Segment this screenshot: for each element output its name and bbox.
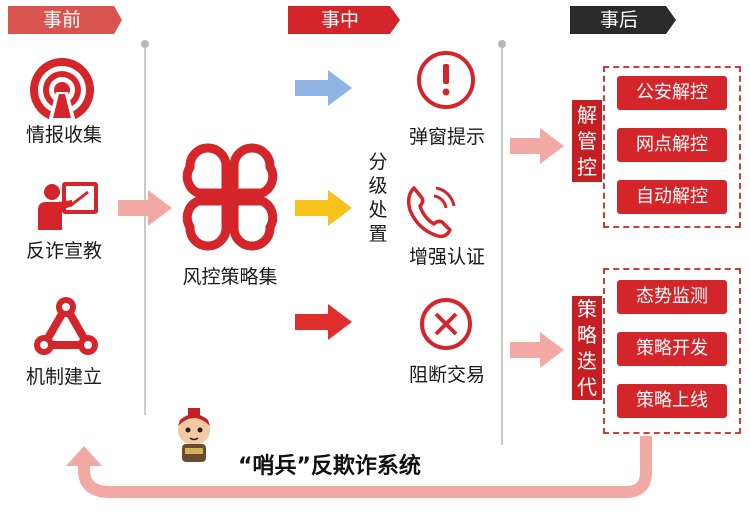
arrow-block: [295, 304, 352, 340]
radar-tower-icon: [30, 58, 94, 122]
iteration-develop-button[interactable]: 策略开发: [617, 332, 727, 366]
center-label: 风控策略集: [182, 266, 278, 288]
before-item-education: 反诈宣教: [25, 240, 102, 262]
divider-left: [141, 40, 149, 415]
iteration-label-box: 策略迭代: [572, 296, 602, 400]
header-during-bar: [288, 6, 400, 34]
iteration-launch-button[interactable]: 策略上线: [617, 384, 727, 418]
feedback-loop-arrowhead: [66, 446, 102, 466]
header-before: 事前: [42, 9, 81, 31]
header-after-bar: [570, 6, 676, 34]
mascot-icon: [178, 408, 210, 462]
release-branch-button[interactable]: 网点解控: [617, 128, 727, 162]
arrow-before-to-center: [118, 190, 172, 226]
iteration-monitor-button[interactable]: 态势监测: [617, 280, 727, 314]
during-item-popup: 弹窗提示: [408, 126, 485, 148]
x-circle-icon: [420, 298, 472, 350]
exclamation-circle-icon: [417, 51, 475, 109]
header-after: 事后: [599, 9, 638, 31]
header-during: 事中: [320, 9, 359, 31]
network-nodes-icon: [34, 297, 98, 355]
phone-call-icon: [406, 186, 456, 239]
feedback-loop-arrow: [78, 436, 652, 498]
during-item-block: 阻断交易: [408, 364, 485, 386]
arrow-to-release: [510, 128, 564, 164]
system-title: “哨兵”反欺诈系统: [238, 454, 421, 479]
four-leaf-icon: [182, 143, 278, 251]
before-item-intel: 情报收集: [25, 124, 102, 146]
release-auto-button[interactable]: 自动解控: [617, 180, 727, 214]
presenter-icon: [38, 182, 98, 230]
during-item-auth: 增强认证: [408, 246, 485, 268]
before-item-mechanism: 机制建立: [25, 366, 102, 388]
arrow-to-iteration: [510, 332, 564, 368]
arrow-popup: [295, 70, 352, 106]
release-label-box: 解管控: [572, 100, 602, 182]
release-police-button[interactable]: 公安解控: [617, 76, 727, 110]
release-dashed-frame: [603, 66, 741, 228]
arrow-auth: [295, 190, 352, 226]
divider-right: [498, 40, 506, 445]
grading-label: 分级处置: [368, 151, 388, 245]
iteration-dashed-frame: [603, 268, 741, 434]
header-before-bar: [8, 6, 122, 34]
